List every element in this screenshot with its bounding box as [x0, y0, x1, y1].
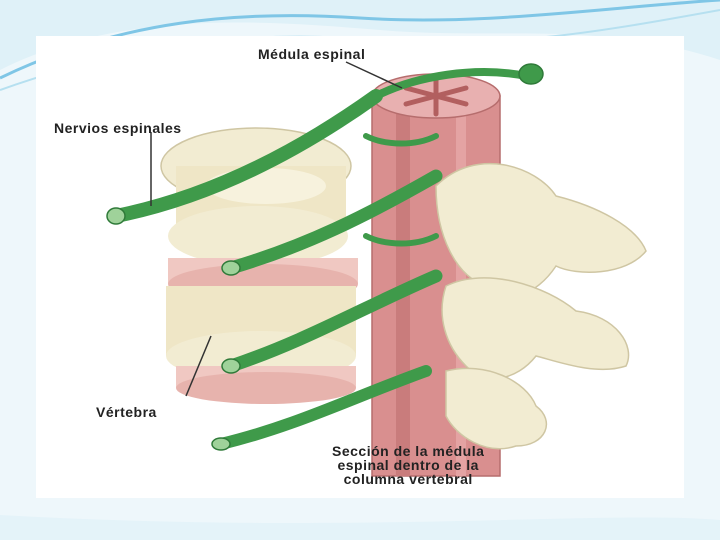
label-cord-section-line-3: columna vertebral — [332, 472, 484, 486]
label-cord-section-line-1: Sección de la médula — [332, 444, 484, 458]
label-cord-section: Sección de la médula espinal dentro de l… — [332, 444, 484, 486]
diagram-panel: Médula espinal Nervios espinales Vértebr… — [36, 36, 684, 498]
label-spinal-nerves: Nervios espinales — [54, 120, 182, 136]
spine-illustration — [36, 36, 684, 498]
vertebral-processes — [436, 164, 646, 449]
label-cord-section-line-2: espinal dentro de la — [332, 458, 484, 472]
label-vertebra: Vértebra — [96, 404, 157, 420]
intervertebral-disc-2 — [176, 366, 356, 404]
label-spinal-cord: Médula espinal — [258, 46, 365, 62]
